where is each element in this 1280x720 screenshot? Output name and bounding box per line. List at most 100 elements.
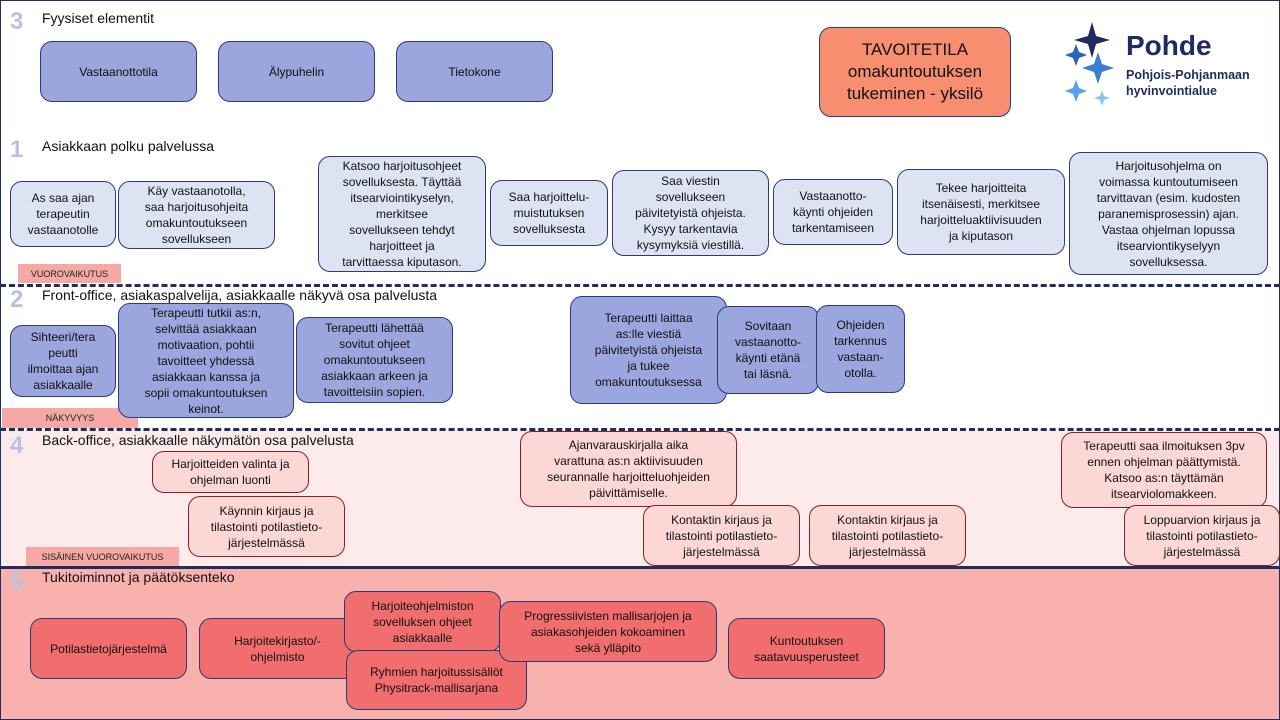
box-text-line: itsearviontikyselyyn bbox=[1116, 238, 1221, 253]
box-text-line: Progressiivisten mallisarjojen ja bbox=[524, 608, 692, 623]
box-text-line: kysymyksiä viestillä. bbox=[636, 238, 745, 252]
box-text-line: harjoitteet ja bbox=[369, 239, 435, 253]
box-text-line: järjestelmässä bbox=[1163, 544, 1241, 559]
box-text-line: Harjoitteiden valinta ja bbox=[171, 457, 290, 471]
box-text-line: varattuna as:n aktiivisuuden bbox=[554, 454, 703, 468]
box-text-line: sovelluksesta bbox=[512, 222, 586, 236]
box-text-line: saatavuusperusteet bbox=[754, 649, 859, 664]
box-text-line: as:lle viestiä bbox=[615, 327, 682, 341]
box-text-line: asiakkaan kanssa ja bbox=[151, 369, 261, 384]
box-text-line: tai läsnä. bbox=[743, 367, 792, 381]
box-text-line: Saa harjoittelu- bbox=[508, 190, 590, 204]
box-text-line: Potilastietojärjestelmä bbox=[50, 641, 167, 656]
physical-computer: Tietokone bbox=[396, 41, 553, 102]
front-step-2: Terapeutti tutkii as:n,selvittää asiakka… bbox=[118, 303, 294, 418]
pohde-star-icon bbox=[1065, 22, 1114, 106]
box-text-line: itsenäisesti, merkitsee bbox=[921, 197, 1041, 211]
box-text-line: järjestelmässä bbox=[228, 535, 305, 550]
section-title-physical: Fyysiset elementit bbox=[42, 10, 155, 26]
back-step-1: Harjoitteiden valinta ja ohjelman luonti bbox=[152, 451, 309, 493]
box-text-line: päivitetyistä ohjeista. bbox=[635, 206, 746, 220]
box-text-line: asiakkaalle bbox=[33, 378, 93, 392]
box-text-line: muistutuksen bbox=[513, 206, 585, 220]
box-text-line: Physitrack-mallisarjana bbox=[374, 681, 499, 695]
support-patient-records: Potilastietojärjestelmä bbox=[30, 618, 187, 679]
section-title-support: Tukitoiminnot ja päätöksenteko bbox=[42, 569, 235, 585]
box-text-line: Kontaktin kirjaus ja bbox=[837, 512, 938, 527]
box-text-line: asiakkaalle bbox=[392, 630, 453, 645]
box-text-line: järjestelmässä bbox=[683, 544, 760, 559]
box-text-line: Kysyy tarkentavia bbox=[643, 222, 738, 236]
box-text-line: sovellukseen tehdyt bbox=[349, 223, 455, 237]
box-text-line: ennen ohjelman päättymistä. bbox=[1087, 455, 1241, 469]
box-text-line: itsearviolomakkeen. bbox=[1110, 487, 1218, 501]
box-text-line: sovelluksessa. bbox=[1129, 254, 1208, 269]
box-text-line: sekä ylläpito bbox=[574, 640, 642, 655]
path-step-7: Tekee harjoitteita itsenäisesti, merkitse… bbox=[897, 169, 1065, 255]
tag-internal-interaction: SISÄINEN VUOROVAIKUTUS bbox=[26, 547, 179, 566]
box-text-line: päivittämiselle. bbox=[589, 486, 668, 500]
tag-interaction: VUOROVAIKUTUS bbox=[18, 264, 121, 283]
box-text-line: tarkennus bbox=[834, 334, 887, 348]
box-text-line: sovellukseen bbox=[655, 190, 726, 204]
box-text-line: tilastointi potilastieto- bbox=[665, 528, 778, 543]
box-text-line: saa harjoitusohjeita bbox=[144, 200, 249, 214]
box-text-line: asiakkaan arkeen ja bbox=[321, 369, 428, 383]
box-text-line: Harjoitusohjelma on bbox=[1115, 158, 1222, 173]
box-text-line: sovitut ohjeet bbox=[339, 337, 410, 351]
box-text-line: Vastaanottotila bbox=[79, 64, 158, 79]
box-text-line: paranemisprosessin) ajan. bbox=[1098, 206, 1239, 221]
box-text-line: keinot. bbox=[188, 401, 224, 416]
box-text-line: ja kiputason bbox=[948, 229, 1014, 243]
support-exercise-library: Harjoitekirjasto/-ohjelmisto bbox=[199, 618, 356, 679]
box-text-line: päivitetyistä ohjeista bbox=[594, 343, 703, 357]
box-text-line: terapeutin bbox=[36, 207, 90, 221]
box-text-line: Tekee harjoitteita bbox=[935, 181, 1027, 195]
box-text-line: tilastointi potilastieto- bbox=[831, 528, 944, 543]
box-text-line: seurannalle harjoitteluohjeiden bbox=[547, 470, 710, 484]
box-text-line: vastaanotolle bbox=[27, 223, 99, 237]
box-text-line: itsearviointikyselyn, bbox=[350, 191, 454, 205]
line-of-internal-interaction bbox=[0, 566, 1280, 569]
box-text-line: Katsoo as:n täyttämän bbox=[1104, 471, 1224, 485]
section-title-customer-path: Asiakkaan polku palvelussa bbox=[42, 138, 214, 154]
box-text-line: tilastointi potilastieto- bbox=[1146, 528, 1258, 543]
box-text-line: Terapeutti lähettää bbox=[325, 321, 424, 335]
section-title-front-office: Front-office, asiakaspalvelija, asiakkaa… bbox=[42, 287, 438, 303]
box-text-line: harjoitteluaktiivisuuden bbox=[920, 213, 1042, 227]
box-text-line: omakuntoutuksessa bbox=[595, 375, 702, 389]
goal-line-3: tukeminen - yksilö bbox=[846, 84, 984, 103]
box-text-line: Sovitaan bbox=[744, 319, 792, 333]
box-text-line: Ohjeiden bbox=[836, 318, 885, 332]
box-text-line: ilmoittaa ajan bbox=[27, 362, 99, 376]
box-text-line: Saa viestin bbox=[661, 174, 720, 188]
box-text-line: selvittää asiakkaan bbox=[155, 321, 257, 336]
box-text-line: sovelluksesta. Täyttää bbox=[342, 175, 462, 189]
box-text-line: Ryhmien harjoitussisällöt bbox=[370, 665, 503, 679]
box-text-line: Käynnin kirjaus ja bbox=[219, 503, 314, 518]
tag-visibility: NÄKYVYYS bbox=[2, 408, 138, 428]
section-number-5: 5 bbox=[10, 568, 24, 595]
box-text-line: Käy vastaanotolla, bbox=[147, 184, 246, 198]
box-text-line: ohjelmisto bbox=[250, 649, 305, 664]
physical-reception-room: Vastaanottotila bbox=[40, 41, 197, 102]
box-text-line: sopii omakuntoutuksen bbox=[144, 385, 268, 400]
box-text-line: Älypuhelin bbox=[268, 64, 325, 79]
box-text-line: ohjelman luonti bbox=[190, 473, 271, 487]
box-text-line: Terapeutti saa ilmoituksen 3pv bbox=[1083, 439, 1245, 453]
